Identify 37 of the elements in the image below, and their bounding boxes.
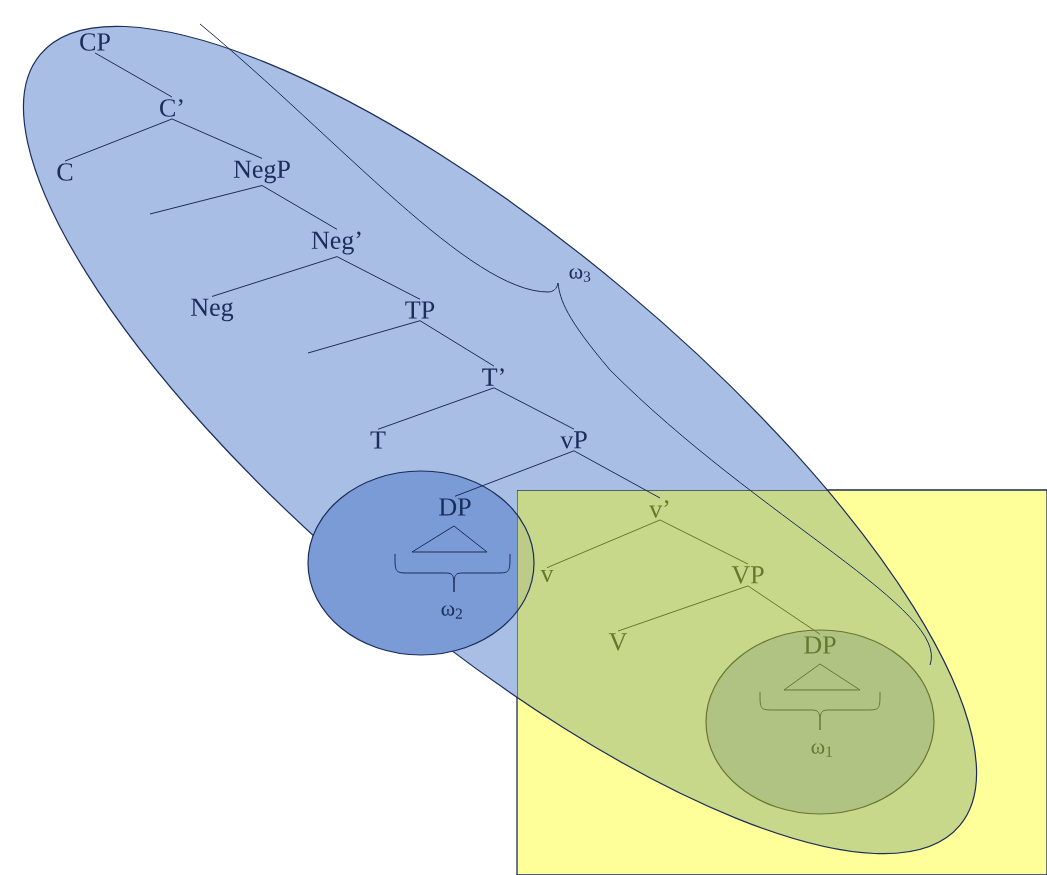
tree-branch (573, 450, 661, 499)
tree-branch (336, 256, 421, 300)
roof-label: DP (411, 498, 488, 553)
domain-label: ω$_{2}$ (441, 605, 462, 619)
tree-label: v’ (649, 500, 669, 518)
tree-branch (261, 185, 338, 230)
tree-label: V (608, 633, 628, 651)
domain-label: ω$_{3}$ (569, 268, 591, 282)
ellipse-region (705, 629, 935, 815)
tree-label: VP (731, 566, 764, 584)
tree-branch (94, 52, 173, 98)
tree-label: Neg (191, 298, 234, 322)
roof-label: DP (783, 636, 861, 691)
tree-branch (493, 387, 575, 430)
tree-branch (64, 118, 173, 162)
tree-branch (454, 450, 575, 497)
tree-label: C (57, 163, 73, 181)
domain-label: ω$_{1}$ (811, 743, 832, 757)
tree-branch (659, 519, 749, 565)
tree-branch (171, 118, 263, 159)
tree-branch (617, 585, 749, 632)
tree-branch (747, 585, 821, 635)
tree-branch (307, 320, 421, 354)
tree-label: NegP (233, 160, 290, 184)
tree-branch (211, 256, 338, 297)
tree-label: Neg’ (311, 231, 361, 255)
tree-label: C’ (160, 99, 183, 117)
tree-branch (377, 387, 495, 430)
tree-label: vP (560, 431, 587, 449)
tree-label: TP (405, 301, 435, 319)
tree-label: T (370, 431, 386, 449)
tree-label: CP (80, 33, 110, 51)
tree-label: v (540, 569, 554, 583)
tree-branch (149, 185, 263, 215)
tree-label: T’ (482, 368, 504, 386)
tree-branch (546, 519, 661, 569)
tree-branch (419, 320, 495, 367)
